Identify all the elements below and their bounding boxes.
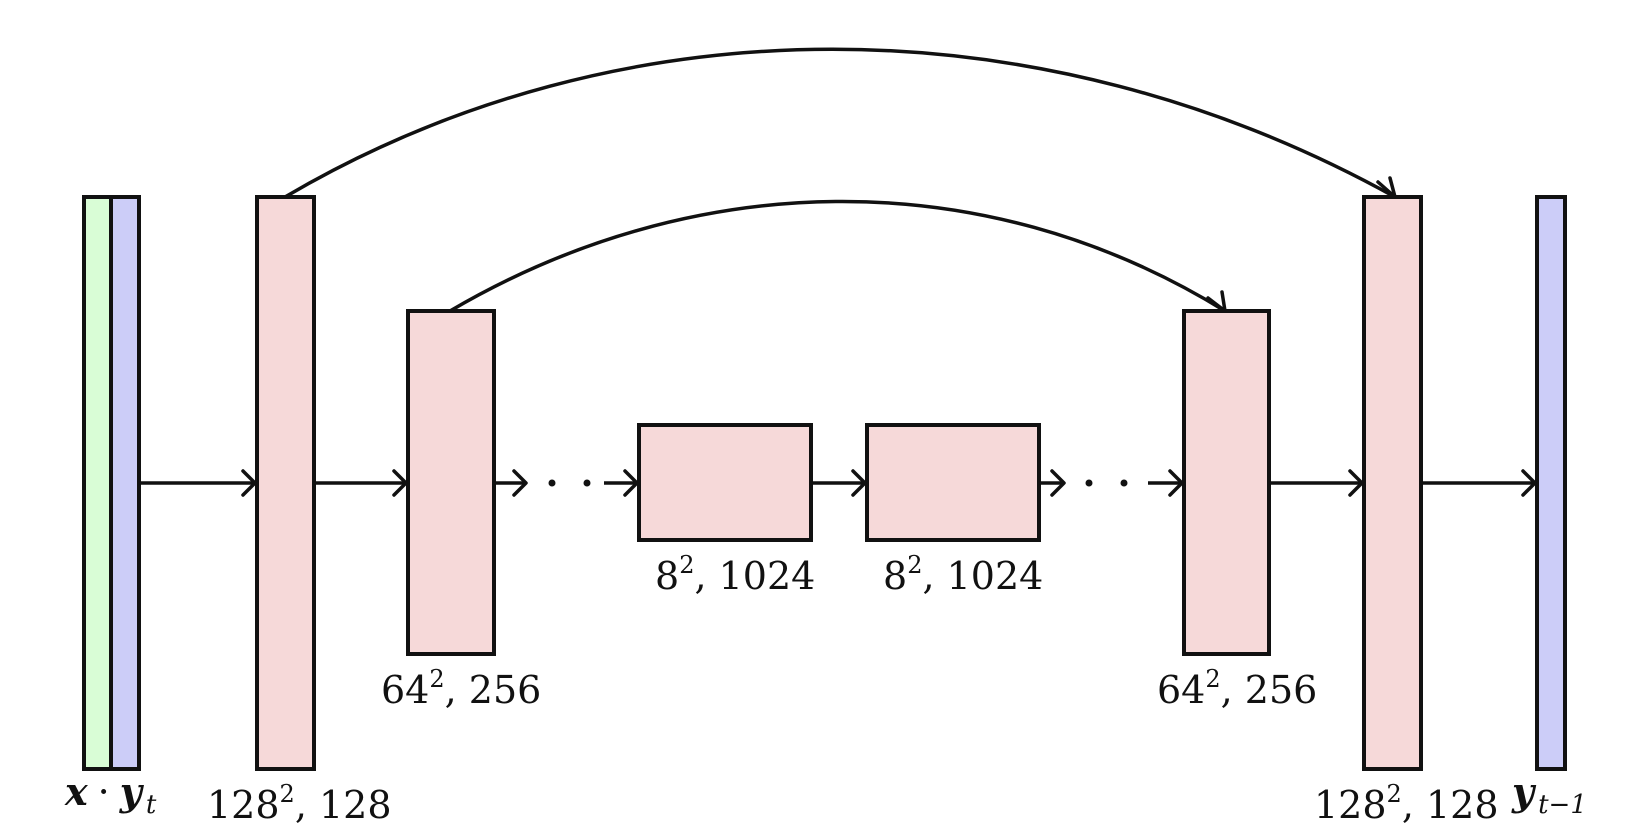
output-y-block (1535, 195, 1567, 771)
layer-label-decoder1: 1282, 128 (1314, 780, 1499, 827)
output-y-symbol: y (1511, 769, 1537, 814)
input-x-block (82, 195, 113, 771)
layer-label-encoder2: 642, 256 (381, 665, 541, 712)
output-y-subscript: t−1 (1538, 790, 1587, 820)
arrowhead-encoder1-to-encoder2 (392, 469, 408, 497)
layer-label-decoder2: 642, 256 (1157, 665, 1317, 712)
ellipsis-left (548, 479, 591, 487)
output-label: y t−1 (1511, 769, 1587, 820)
input-x-symbol: x (64, 769, 89, 814)
layer-label-bottleneck1: 82, 1024 (655, 551, 815, 598)
encoder-block-1 (255, 195, 316, 771)
arrowhead-bottleneck1-to-bottleneck2 (851, 469, 867, 497)
decoder-block-2 (1182, 309, 1271, 656)
arrowhead-decoder2-to-decoder1 (1348, 469, 1364, 497)
input-y-subscript: t (146, 790, 157, 820)
arrowhead-bottleneck2-out (1050, 469, 1066, 497)
encoder-block-2 (406, 309, 496, 656)
arrowhead-input-to-encoder1 (241, 469, 257, 497)
arrowhead-decoder1-to-output (1521, 469, 1537, 497)
skip-connection-outer (284, 47, 1396, 199)
input-dot: · (98, 770, 110, 814)
input-y-block (109, 195, 141, 771)
forward-arrows (139, 469, 1537, 497)
skip-connection-inner-arrowhead (1206, 290, 1227, 313)
arrowhead-encoder2-out (512, 469, 528, 497)
arrowhead-to-decoder2 (1168, 469, 1184, 497)
input-label: x · y t (64, 769, 157, 820)
input-y-symbol: y (119, 769, 145, 814)
ellipsis-right (1085, 479, 1128, 487)
skip-connection-inner (449, 199, 1226, 313)
bottleneck-block-2 (865, 423, 1041, 542)
decoder-block-1 (1362, 195, 1423, 771)
arrowhead-to-bottleneck1 (623, 469, 639, 497)
layer-label-encoder1: 1282, 128 (207, 780, 392, 827)
bottleneck-block-1 (637, 423, 813, 542)
layer-label-bottleneck2: 82, 1024 (883, 551, 1043, 598)
